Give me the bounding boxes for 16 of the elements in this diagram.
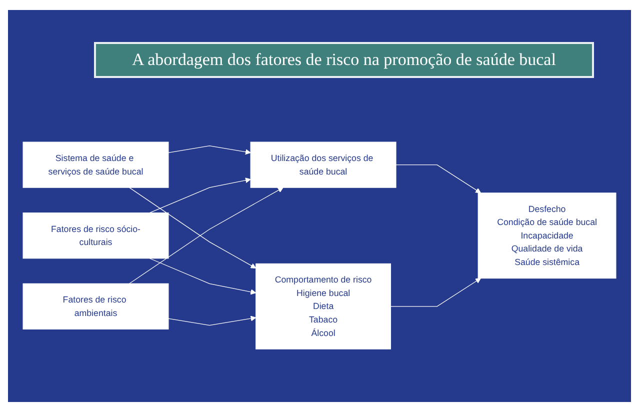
arrow [129, 188, 256, 269]
node-box [256, 264, 391, 350]
title-banner: A abordagem dos fatores de risco na promoção de saúde bucal [94, 42, 594, 78]
arrow [396, 164, 481, 194]
arrow [390, 278, 481, 308]
node-box [250, 142, 396, 188]
panel-background: A abordagem dos fatores de risco na promoção de saúde bucal Sistema de saúde e serviços de saúde bucal Fatores de risco sócio-culturais Fatores de risco ambientais Utilização dos serviços de saúde bucal Comportamento de risco Higiene bucal Dieta Tabaco Álcool Desfecho Condição de saúde bucal Incapacidade Qualidade de vida Saúde sistêmica [8, 10, 631, 402]
node-box [22, 212, 169, 260]
arrow [149, 178, 251, 214]
arrow [168, 316, 256, 326]
arrow [129, 188, 284, 284]
node-box [22, 142, 169, 188]
arrow [149, 258, 256, 296]
arrow [168, 146, 251, 156]
node-box [22, 284, 169, 330]
node-box [478, 193, 616, 280]
